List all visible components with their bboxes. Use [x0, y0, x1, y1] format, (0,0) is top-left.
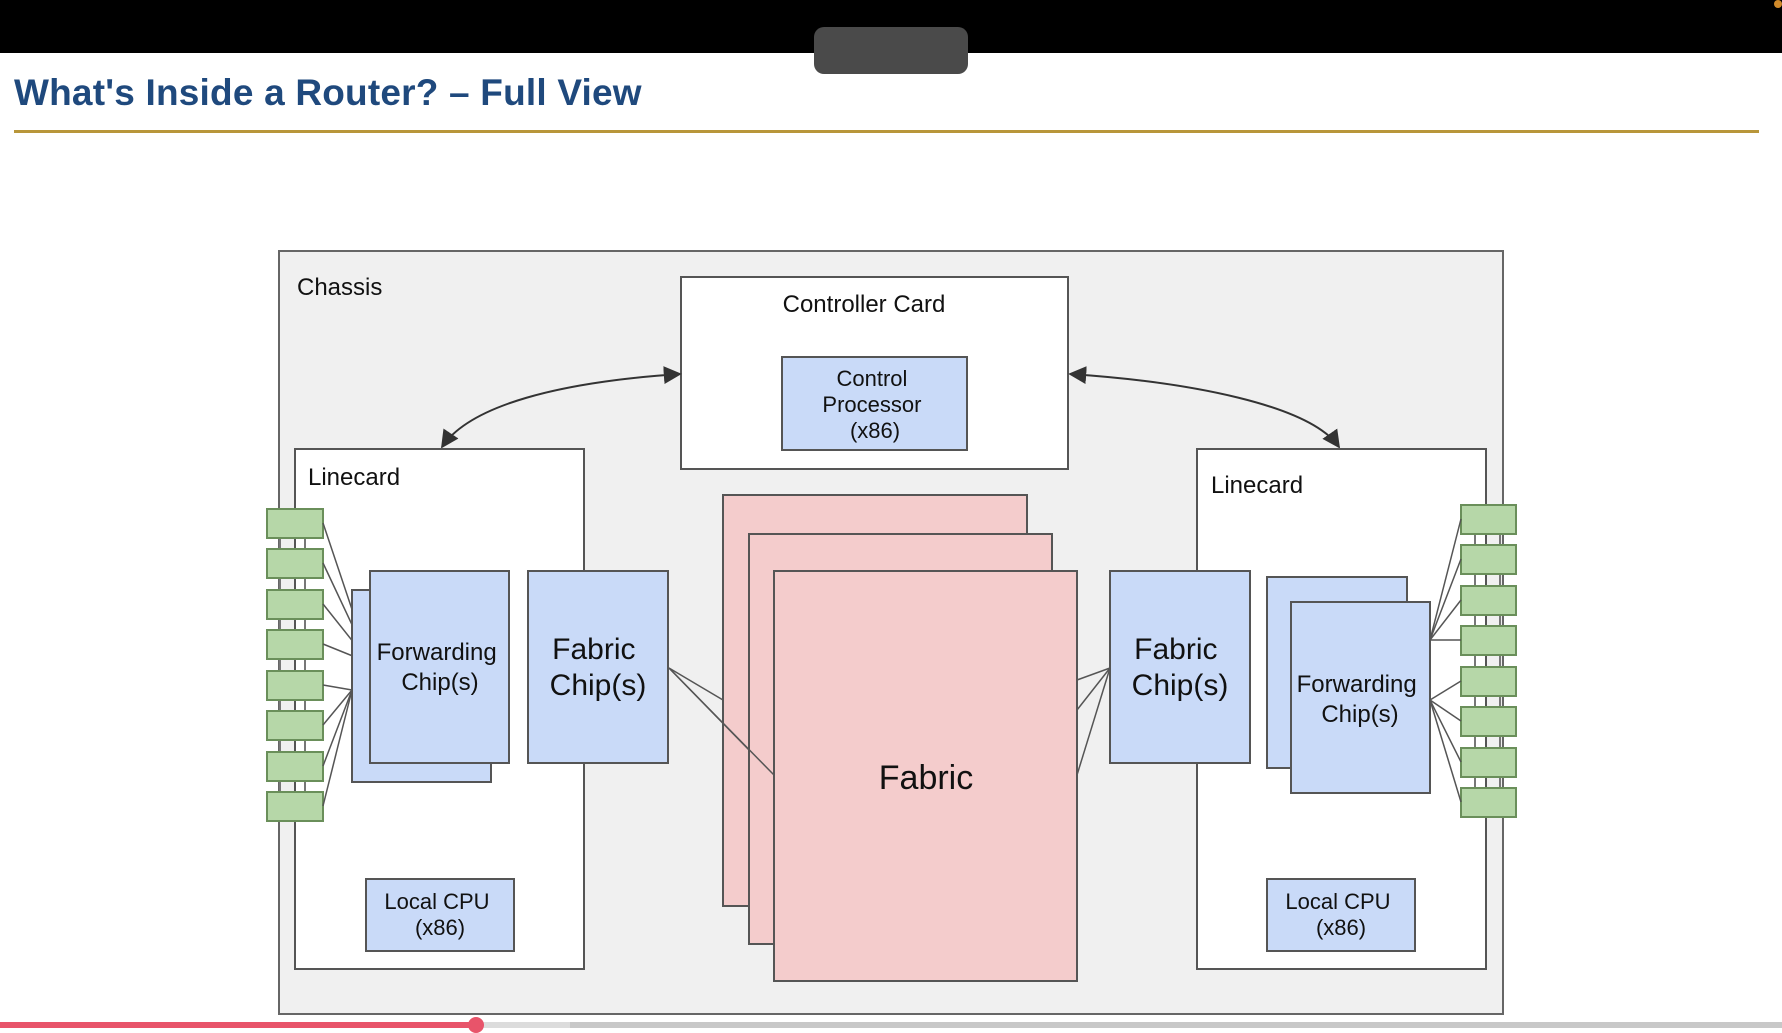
- fabric-label: Fabric: [879, 759, 973, 797]
- left-fabric-chip-label: Fabric Chip(s): [550, 633, 647, 702]
- left-port-group: [266, 508, 324, 822]
- progress-scrubber-handle[interactable]: [467, 1017, 484, 1033]
- video-progress-bar[interactable]: [0, 1017, 1782, 1033]
- port: [1460, 544, 1517, 575]
- right-forwarding-chip-label: Forwarding Chip(s): [1297, 671, 1424, 728]
- fabric-card-front: [773, 570, 1078, 982]
- left-linecard-label: Linecard: [308, 464, 400, 491]
- port: [266, 791, 324, 822]
- camera-notch: [814, 27, 968, 74]
- slide-title: What's Inside a Router? – Full View: [14, 72, 642, 113]
- port: [266, 710, 324, 741]
- right-local-cpu-box: [1266, 878, 1416, 952]
- left-port-links: [322, 522, 371, 807]
- right-fabric-links: [1076, 667, 1111, 776]
- right-local-cpu-label: Local CPU (x86): [1285, 889, 1396, 940]
- port: [266, 508, 324, 539]
- status-dot: [1774, 0, 1782, 8]
- title-underline: [14, 130, 1759, 133]
- port: [266, 589, 324, 620]
- port: [1460, 504, 1517, 535]
- left-forwarding-chip-label: Forwarding Chip(s): [377, 639, 504, 696]
- port: [1460, 706, 1517, 737]
- port: [1460, 585, 1517, 616]
- control-processor-box: [781, 356, 968, 451]
- chassis-label: Chassis: [297, 274, 382, 301]
- right-forwarding-chip: [1290, 601, 1431, 794]
- progress-played: [0, 1022, 476, 1028]
- right-fabric-chip-label: Fabric Chip(s): [1132, 633, 1229, 702]
- controller-left-arrow: [440, 366, 682, 449]
- port: [266, 751, 324, 782]
- port: [1460, 787, 1517, 818]
- left-fabric-links: [668, 667, 775, 776]
- port: [266, 670, 324, 701]
- left-forwarding-chip: [369, 570, 510, 764]
- left-local-cpu-box: [365, 878, 515, 952]
- left-fabric-chip: [527, 570, 669, 764]
- port: [266, 629, 324, 660]
- controller-card-label: Controller Card: [783, 291, 946, 318]
- control-processor-label: Control Processor (x86): [822, 366, 927, 443]
- port: [1460, 747, 1517, 778]
- port: [1460, 666, 1517, 697]
- port: [266, 548, 324, 579]
- left-local-cpu-label: Local CPU (x86): [384, 889, 495, 940]
- right-port-links: [1429, 518, 1462, 803]
- controller-right-arrow: [1068, 366, 1341, 449]
- port: [1460, 625, 1517, 656]
- right-linecard-label: Linecard: [1211, 472, 1303, 499]
- right-fabric-chip: [1109, 570, 1251, 764]
